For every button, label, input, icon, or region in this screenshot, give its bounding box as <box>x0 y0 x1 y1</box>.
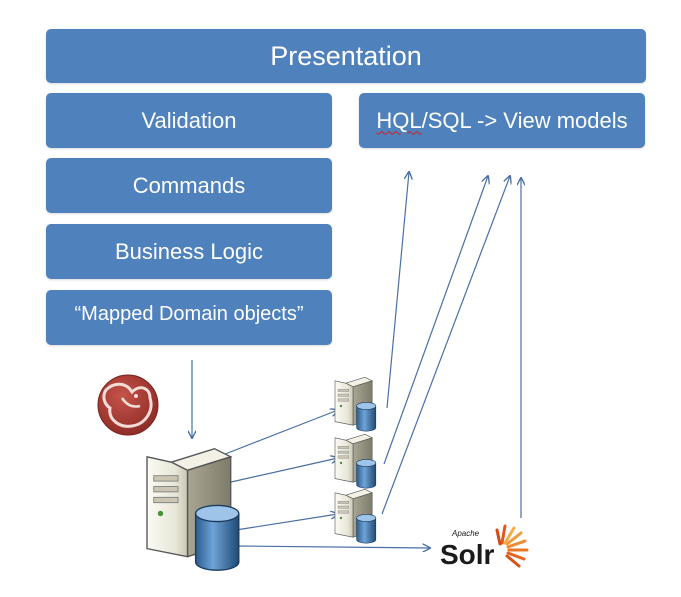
business-logic-layer: Business Logic <box>46 224 332 279</box>
presentation-label: Presentation <box>270 40 422 71</box>
arrow-db-to-replica-3 <box>235 514 338 531</box>
arrow-replica-3-to-views <box>381 176 510 515</box>
solr-logo: Apache Solr <box>440 524 529 570</box>
arrow-replica-2-to-views <box>383 176 488 465</box>
solr-sunburst-icon <box>495 524 529 568</box>
presentation-layer: Presentation <box>46 29 646 83</box>
connector-arrows <box>192 172 521 548</box>
arrow-db-to-replica-2 <box>221 458 338 485</box>
replica-server-2-icon <box>334 433 377 489</box>
validation-layer: Validation <box>46 93 332 148</box>
validation-label: Validation <box>141 107 237 133</box>
commands-layer: Commands <box>46 158 332 213</box>
mapped-domain-objects-layer: “Mapped Domain objects” <box>46 290 332 345</box>
mapped-domain-objects-label: “Mapped Domain objects” <box>74 303 304 325</box>
main-database-server-icon <box>146 448 240 571</box>
view-models-text: /SQL -> View models <box>421 107 628 133</box>
hql-text: HQL <box>376 107 422 133</box>
view-models-query-label: HQL/SQL -> View models <box>376 108 627 134</box>
view-models-query-box: HQL/SQL -> View models <box>359 93 645 148</box>
arrow-replica-1-to-views <box>386 172 409 409</box>
replica-server-1-icon <box>334 376 377 432</box>
commands-label: Commands <box>132 172 246 198</box>
arrow-db-to-solr <box>237 546 430 548</box>
solr-name-text: Solr <box>440 539 495 570</box>
nhibernate-logo <box>97 374 159 436</box>
business-logic-label: Business Logic <box>115 238 263 264</box>
arrow-db-to-replica-1 <box>214 410 338 459</box>
replica-server-3-icon <box>334 488 377 544</box>
solr-apache-text: Apache <box>451 529 480 538</box>
